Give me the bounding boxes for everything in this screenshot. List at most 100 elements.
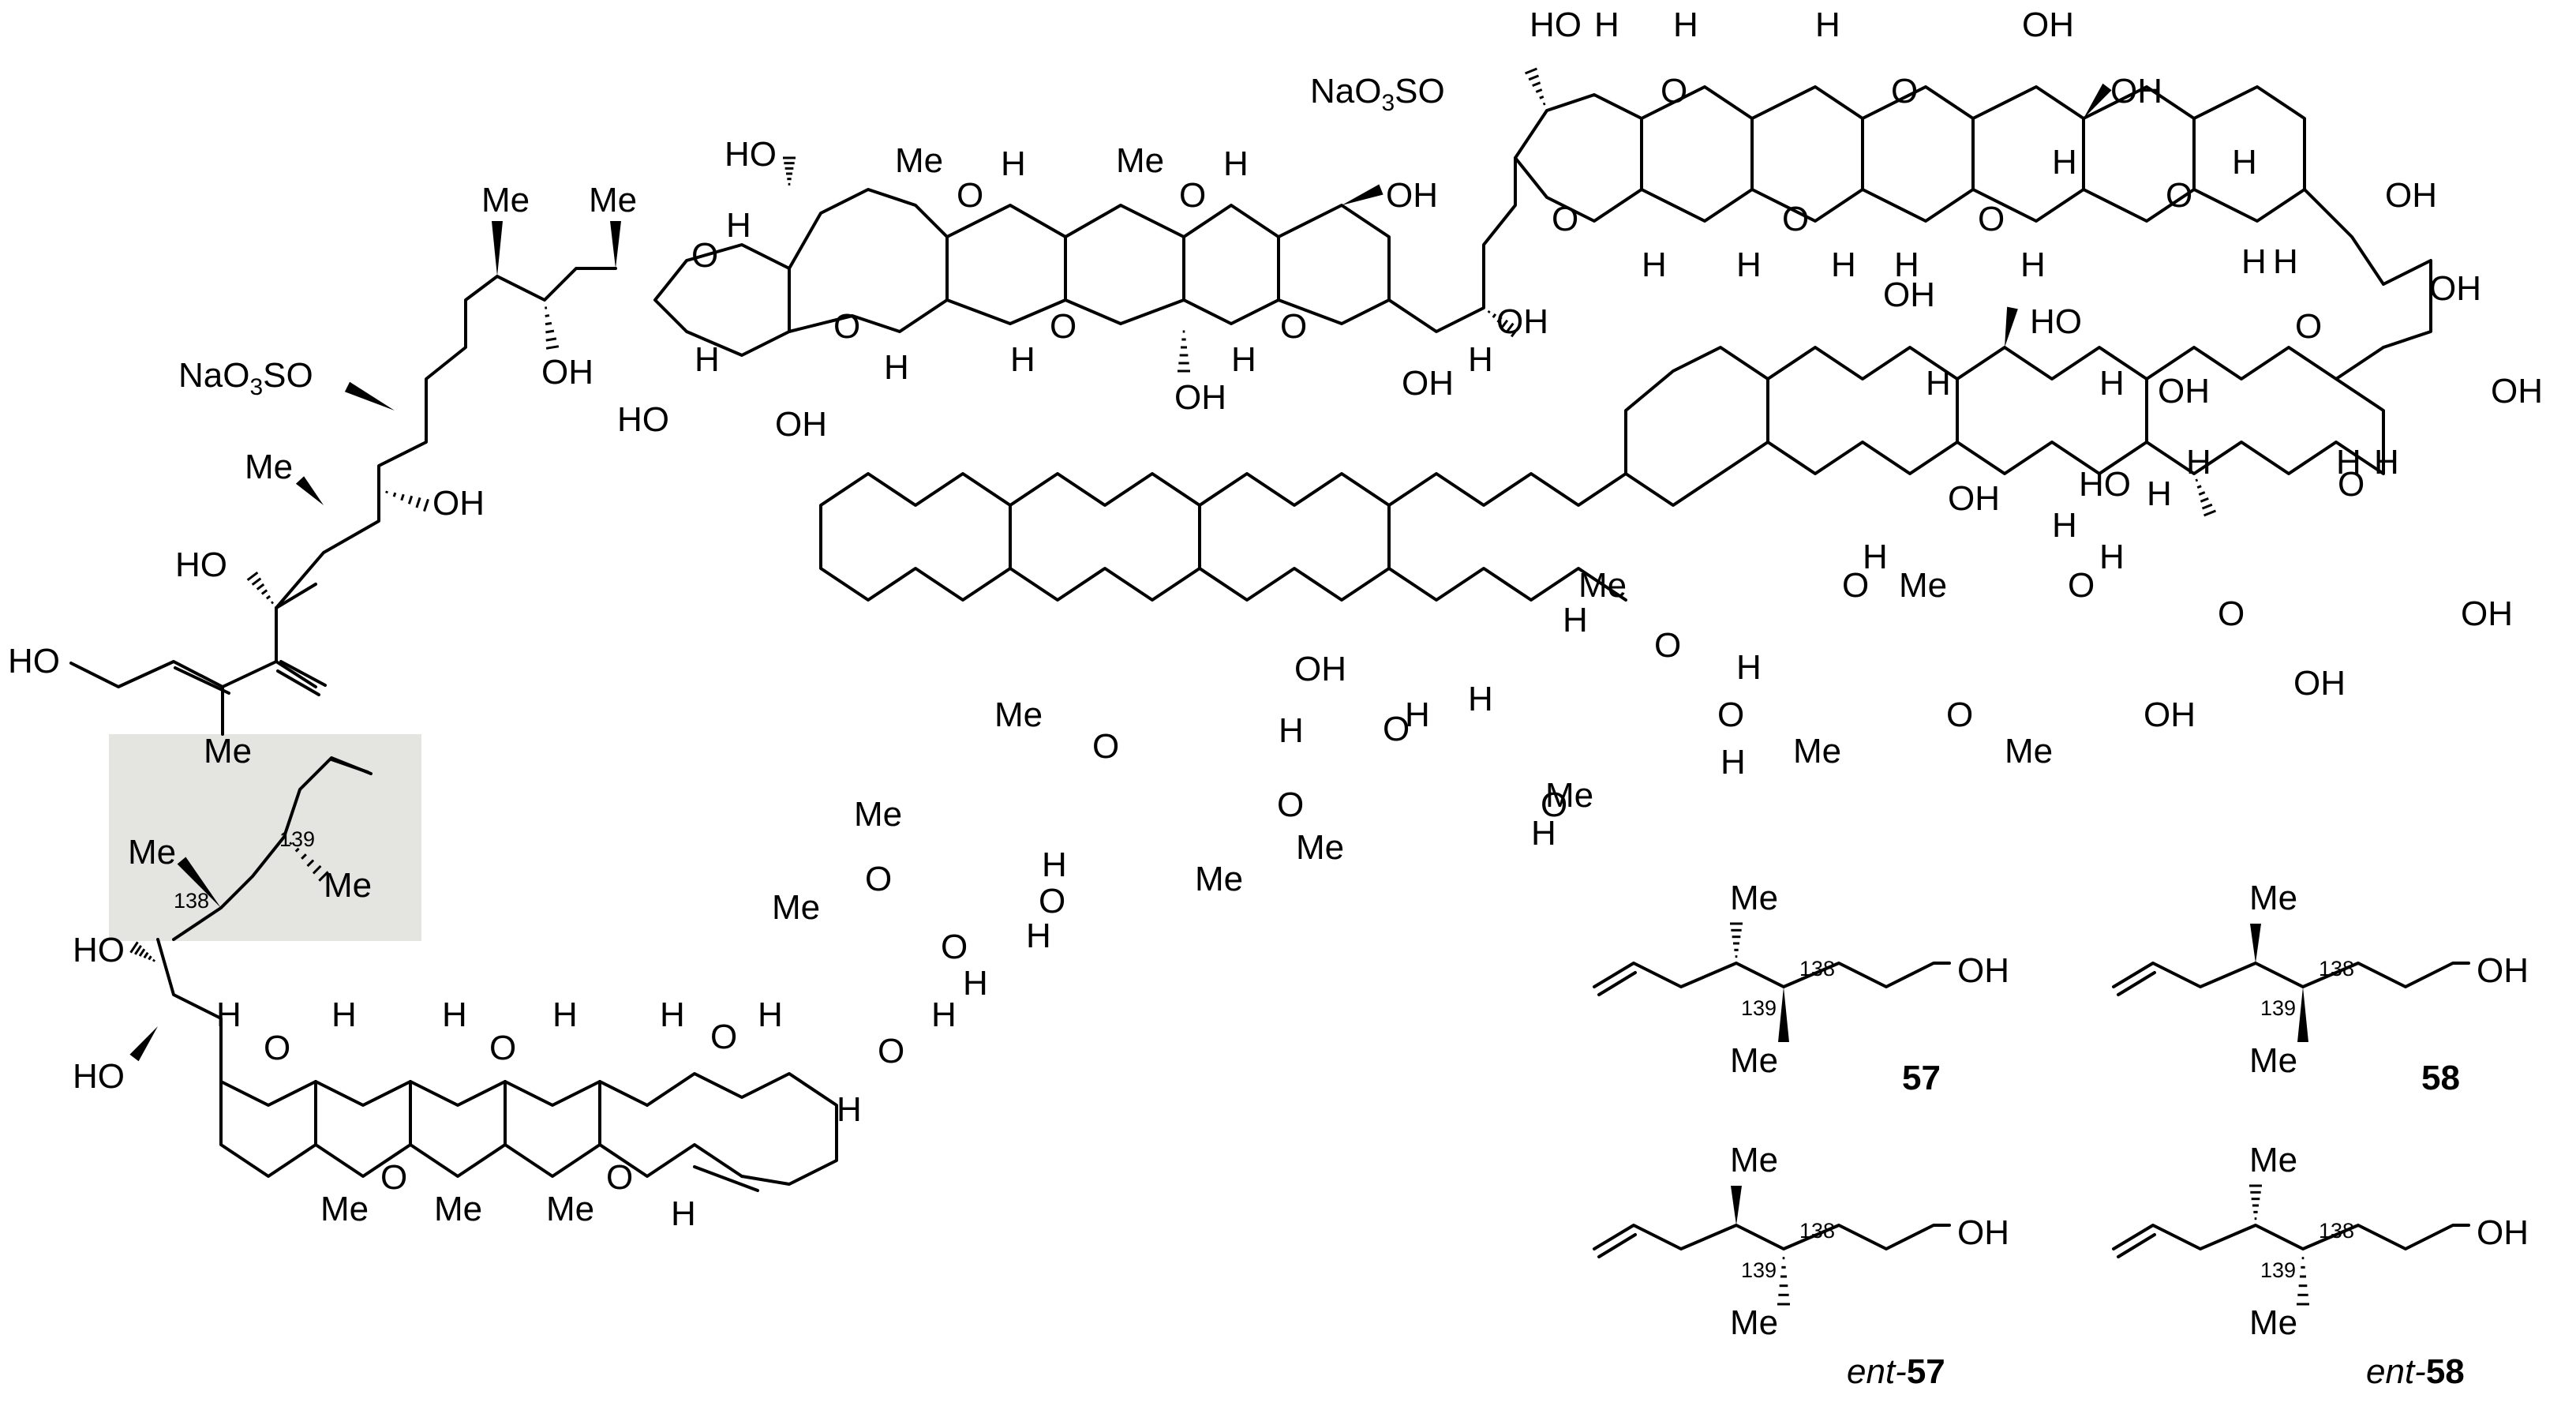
hash-segment: [149, 956, 152, 959]
wedge-oh-ring6: [1342, 185, 1383, 205]
label-h: H: [1736, 648, 1762, 687]
c58-label-me-bottom: Me: [2249, 1041, 2297, 1080]
label-h: H: [1673, 6, 1698, 44]
hash-segment: [545, 331, 554, 332]
hash-segment: [262, 591, 267, 594]
ring-oxocene: [647, 1074, 837, 1184]
label-h: H: [442, 995, 467, 1034]
label-sulfate-right: NaO3SO: [1310, 72, 1445, 116]
label-me-bottom3: Me: [546, 1190, 594, 1228]
label-me-mid10: Me: [772, 888, 820, 927]
fragment-bonds: [1594, 924, 1949, 1042]
label-o-right1: O: [2166, 176, 2192, 215]
hash-segment: [1543, 103, 1544, 104]
hash-oh-b: [545, 308, 559, 349]
label-h: H: [2186, 443, 2211, 482]
label-h: H: [1894, 246, 1919, 284]
hash-segment: [153, 960, 154, 962]
label-ho-terminus: HO: [8, 642, 60, 681]
label-oh-mid2: OH: [2461, 594, 2513, 633]
fragment-chain: [2114, 963, 2469, 987]
ent58-label-oh: OH: [2477, 1213, 2529, 1252]
label-sulfate-left: NaO3SO: [178, 356, 313, 400]
label-ho-c: HO: [175, 546, 227, 584]
label-oh-chain1: OH: [1402, 364, 1454, 403]
label-h: H: [660, 995, 685, 1034]
ent58-id-number: 58: [2426, 1352, 2465, 1391]
ent57-locant-139: 139: [1741, 1258, 1777, 1282]
hash-segment: [545, 316, 549, 317]
label-o-top4: O: [1891, 72, 1918, 111]
fragment-top-hash: [1730, 924, 1743, 957]
ent58-id-prefix: ent-: [2366, 1352, 2426, 1391]
fragment-bonds: [2114, 1186, 2469, 1304]
c58-label-me-top: Me: [2249, 879, 2297, 917]
label-o-ring2: O: [957, 176, 983, 215]
label-me-a: Me: [245, 448, 293, 486]
hash-segment: [417, 497, 420, 508]
label-me-mid6: Me: [1296, 828, 1344, 867]
stereo-wedges: [129, 69, 2215, 1061]
hash-segment: [144, 953, 148, 958]
ring-1: [655, 245, 789, 355]
c57-id: 57: [1902, 1059, 1941, 1097]
compound-ent-58: Me Me OH 138 139 ent-58: [2114, 1141, 2529, 1391]
label-ho-top1: HO: [1530, 6, 1582, 44]
hash-segment: [546, 339, 556, 340]
hash-segment: [1488, 311, 1490, 313]
label-me-c: Me: [589, 181, 637, 219]
hash-ho-bottom: [131, 942, 155, 961]
hash-segment: [1526, 69, 1537, 73]
label-o-top1: O: [1552, 200, 1578, 238]
label-h: H: [2241, 242, 2267, 281]
label-o-ring6: O: [1280, 307, 1307, 346]
c58-locant-139: 139: [2260, 996, 2296, 1020]
label-h: H: [671, 1194, 696, 1233]
hash-segment: [394, 493, 395, 497]
fragment-top-hash: [2249, 1186, 2262, 1219]
label-oh-ring1c: OH: [775, 405, 827, 444]
alkene-double: [175, 668, 229, 693]
c58-locant-138: 138: [2319, 957, 2354, 980]
ring-top-2: [1642, 87, 1752, 221]
hash-segment: [135, 946, 140, 954]
label-oh-b: OH: [541, 353, 593, 392]
compound-58: Me Me OH 138 139 58: [2114, 879, 2529, 1097]
hash-segment: [253, 579, 261, 585]
backbone-bonds: [71, 87, 2431, 1190]
label-o-mid16: O: [1039, 882, 1065, 920]
fragment-bonds: [1594, 1186, 1949, 1304]
label-oh-mid3: OH: [2293, 664, 2346, 703]
label-o-mid19: O: [941, 928, 968, 966]
label-o-bottom2: O: [380, 1158, 407, 1197]
label-h: H: [1010, 340, 1035, 379]
label-o-ring1: O: [691, 236, 718, 275]
ent58-locant-138: 138: [2319, 1219, 2354, 1243]
label-me-mid7: Me: [994, 696, 1043, 734]
compound-ent-57: Me Me OH 138 139 ent-57: [1594, 1141, 2009, 1391]
label-oh-ring6: OH: [1386, 176, 1438, 215]
fragment-bottom-hash: [1777, 1258, 1790, 1304]
fragment-bottom-wedge: [1778, 987, 1789, 1042]
label-h: H: [1563, 601, 1588, 639]
hash-segment: [1493, 314, 1496, 317]
label-h: H: [695, 340, 720, 379]
label-h: H: [216, 995, 242, 1034]
label-h: H: [963, 964, 988, 1003]
label-h: H: [1026, 917, 1051, 955]
wedge-me-a: [296, 476, 324, 505]
ent57-locant-138: 138: [1799, 1219, 1835, 1243]
ring-mid-4: [1626, 347, 1768, 505]
chain-terminus: [71, 662, 316, 687]
ring-4: [1065, 205, 1279, 324]
label-oh-right4: OH: [2429, 269, 2481, 308]
chain-upper: [276, 268, 616, 608]
label-o-ring3: O: [833, 307, 860, 346]
hash-segment: [271, 602, 273, 604]
label-h: H: [1815, 6, 1840, 44]
hash-oh-a: [387, 491, 429, 512]
label-h: H: [1863, 538, 1888, 576]
label-h: H: [2273, 242, 2298, 281]
hash-oh-ring7: [1178, 332, 1190, 371]
